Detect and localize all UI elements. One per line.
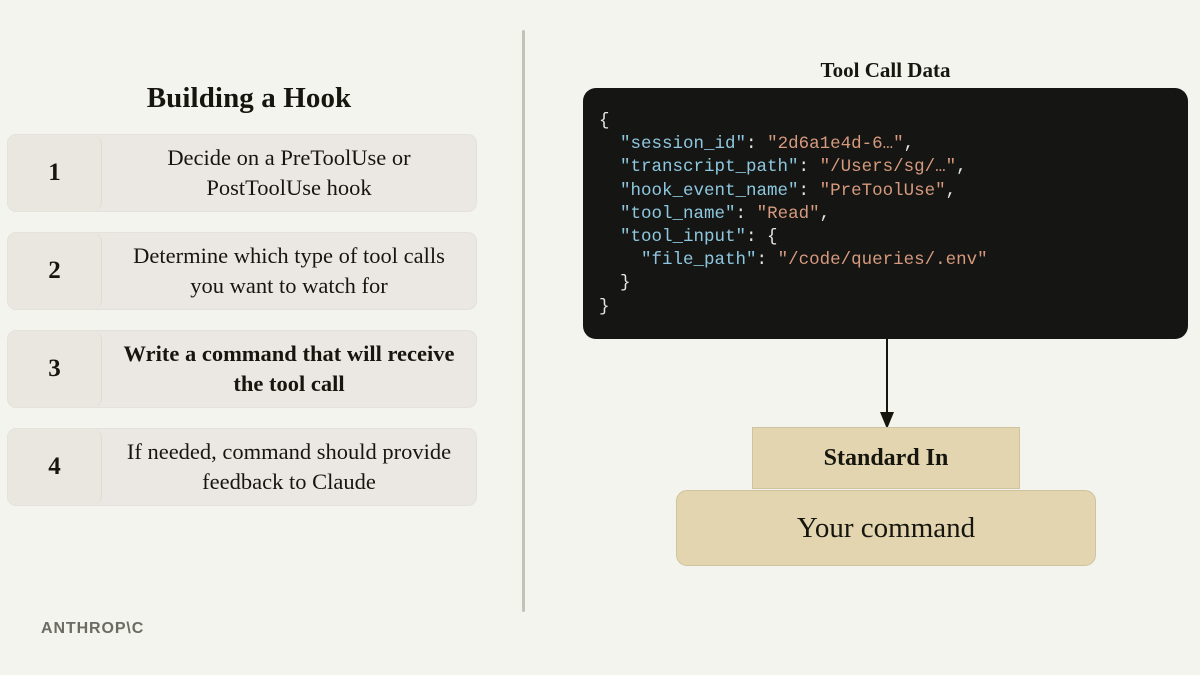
code-token-punct: , [945, 180, 957, 201]
step-label: Determine which type of tool calls you w… [133, 243, 445, 298]
code-token-key: "transcript_path" [620, 157, 799, 178]
code-token-key: "file_path" [641, 250, 757, 271]
code-token-key: "hook_event_name" [620, 180, 799, 201]
step-number-badge: 4 [8, 429, 102, 505]
code-token-key: "tool_name" [620, 203, 736, 224]
code-token-punct: , [903, 134, 915, 155]
code-line: "file_path": "/code/queries/.env" [599, 249, 1188, 272]
step-number-badge: 2 [8, 233, 102, 309]
code-line: "tool_input": { [599, 226, 1188, 249]
code-token-punct [599, 227, 620, 247]
code-line: { [599, 110, 1188, 133]
step-label: Decide on a PreToolUse or PostToolUse ho… [167, 145, 411, 200]
code-token-punct [599, 204, 620, 224]
vertical-divider [522, 30, 525, 612]
code-token-punct: : [798, 180, 820, 201]
left-panel: Building a Hook 1 Decide on a PreToolUse … [0, 82, 490, 506]
code-token-punct: : [798, 157, 820, 178]
code-token-punct [599, 134, 620, 154]
standard-in-box: Standard In [752, 427, 1020, 489]
code-line: "transcript_path": "/Users/sg/…", [599, 156, 1188, 179]
step-number-badge: 1 [8, 135, 102, 211]
code-token-punct: , [819, 203, 831, 224]
code-line: "tool_name": "Read", [599, 203, 1188, 226]
anthropic-logo: ANTHROP\C [41, 620, 145, 637]
step-row[interactable]: 2 Determine which type of tool calls you … [7, 232, 477, 310]
steps-list: 1 Decide on a PreToolUse or PostToolUse h… [7, 134, 477, 526]
code-token-punct: } [599, 296, 610, 317]
step-number-badge: 3 [8, 331, 102, 407]
step-row[interactable]: 4 If needed, command should provide feedb… [7, 428, 477, 506]
code-token-punct: : { [746, 227, 778, 248]
step-row[interactable]: 3 Write a command that will receive the t… [7, 330, 477, 408]
flow-arrow-icon [880, 336, 894, 429]
code-token-punct [599, 181, 620, 201]
code-line: "session_id": "2d6a1e4d-6…", [599, 133, 1188, 156]
code-token-str: "2d6a1e4d-6…" [767, 134, 904, 155]
code-token-punct: , [956, 157, 967, 178]
code-token-str: "PreToolUse" [819, 180, 946, 201]
tool-call-code-block: { "session_id": "2d6a1e4d-6…", "transcri… [583, 88, 1188, 339]
code-token-key: "session_id" [620, 134, 747, 155]
code-token-punct [599, 157, 620, 177]
step-label: If needed, command should provide feedba… [126, 439, 452, 494]
code-token-str: "/code/queries/.env" [777, 250, 988, 271]
code-line: } [599, 296, 1188, 319]
code-token-punct: { [599, 111, 610, 131]
code-token-punct: } [599, 273, 631, 294]
code-line: } [599, 272, 1188, 295]
code-token-str: "Read" [756, 203, 820, 224]
code-token-punct: : [756, 250, 778, 271]
step-label: Write a command that will receive the to… [123, 341, 455, 396]
code-token-punct: : [735, 203, 757, 224]
code-token-punct: : [746, 134, 768, 155]
step-row[interactable]: 1 Decide on a PreToolUse or PostToolUse h… [7, 134, 477, 212]
code-token-key: "tool_input" [620, 227, 747, 248]
code-line: "hook_event_name": "PreToolUse", [599, 180, 1188, 203]
code-token-punct [599, 250, 641, 270]
your-command-box: Your command [676, 490, 1096, 566]
code-token-str: "/Users/sg/…" [819, 157, 957, 178]
tool-call-data-title: Tool Call Data [820, 58, 951, 82]
page-title: Building a Hook [146, 82, 352, 114]
